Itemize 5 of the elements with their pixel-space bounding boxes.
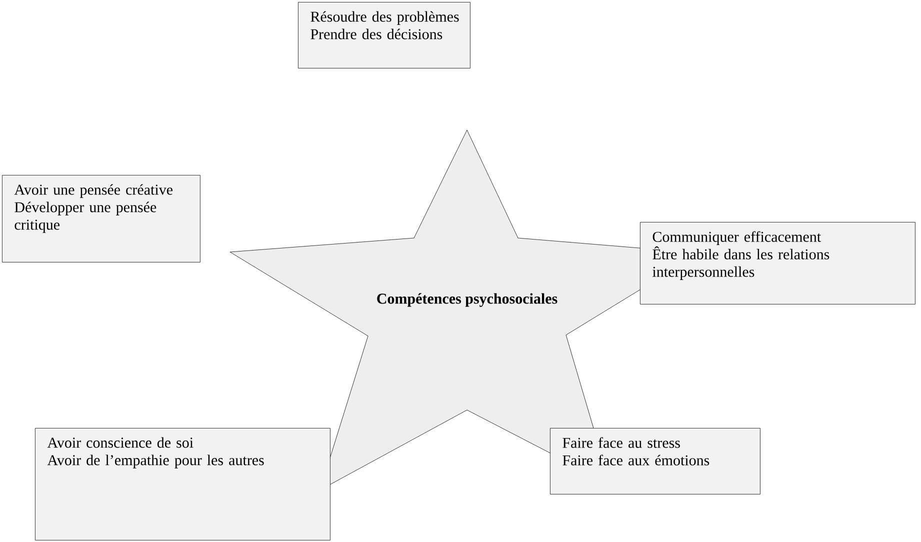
text-box: Avoir une pensée créative Développer une pensée critique bbox=[2, 175, 200, 262]
text-box: Résoudre des problèmes Prendre des décisions bbox=[298, 2, 470, 68]
text-box: Communiquer efficacement Être habile dans les relations interpersonnelles bbox=[640, 222, 916, 304]
text-box: Avoir conscience de soi Avoir de l’empathie pour les autres bbox=[35, 428, 330, 540]
text-box: Faire face au stress Faire face aux émotions bbox=[550, 428, 760, 494]
